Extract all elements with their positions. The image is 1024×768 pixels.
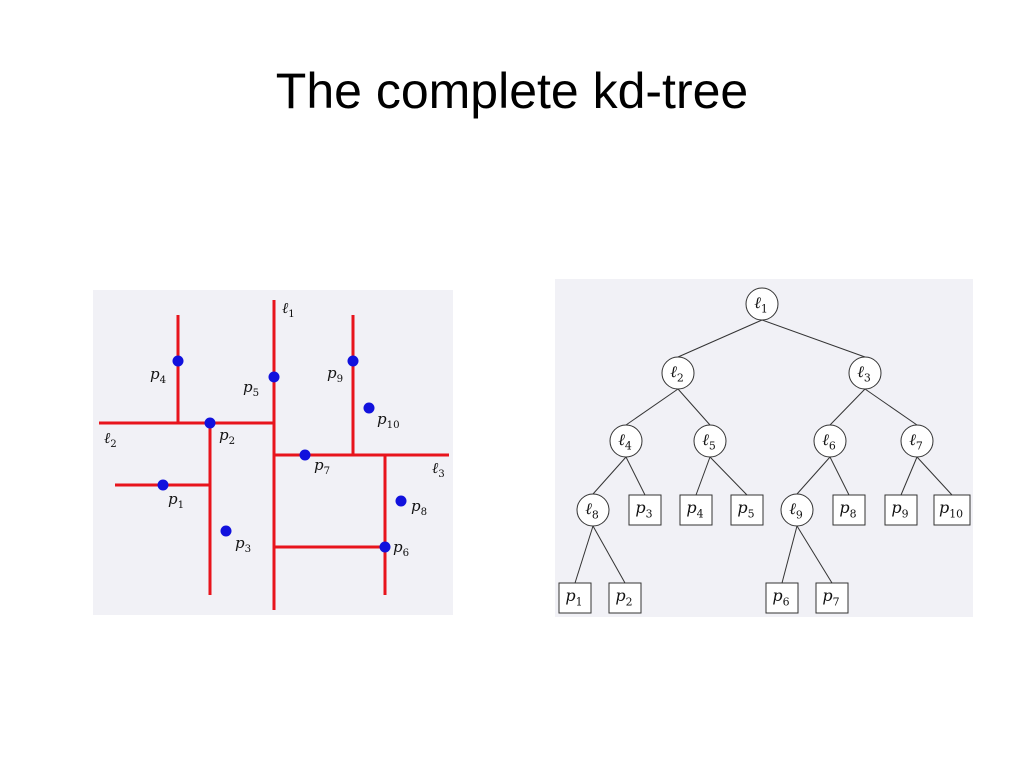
tree-node-l6 [813, 424, 847, 458]
point-p4 [172, 355, 184, 367]
point-p9 [347, 355, 359, 367]
tree-node-label-l6: ℓ6 [822, 430, 836, 452]
tree-node-label-l4: ℓ4 [618, 430, 632, 452]
tree-edge-l8-p2 [592, 525, 626, 584]
tree-node-l4 [609, 424, 643, 458]
tree-edge-l3-l7 [864, 388, 918, 426]
tree-leaf-label-p3: p3 [635, 498, 652, 520]
point-p2 [204, 417, 216, 429]
tree-leaf-label-p9: p9 [891, 498, 908, 520]
tree-node-label-l9: ℓ9 [789, 499, 803, 521]
tree-edge-l5-p5 [709, 456, 748, 496]
line-label-l1: ℓ1 [282, 299, 295, 320]
tree-node-l3 [848, 356, 882, 390]
tree-edge-l5-p4 [695, 456, 711, 496]
tree-leaf-p6 [765, 582, 799, 614]
tree-leaf-p1 [558, 582, 592, 614]
point-label-p10: p10 [377, 410, 400, 431]
tree-node-l7 [900, 424, 934, 458]
tree-leaf-label-p2: p2 [615, 586, 632, 608]
kd-tree-figure: ℓ1 ℓ2 ℓ3 ℓ4 ℓ5 ℓ6 ℓ7 ℓ8 ℓ9 p1 p2 p3 p4 p5 p6 p7 p8 p9 p10 [555, 279, 973, 617]
tree-edge-l3-l6 [829, 388, 866, 426]
tree-leaf-p7 [815, 582, 849, 614]
tree-canvas: ℓ1 ℓ2 ℓ3 ℓ4 ℓ5 ℓ6 ℓ7 ℓ8 ℓ9 p1 p2 p3 p4 p5 p6 p7 p8 p9 p10 [558, 287, 971, 614]
point-label-p5: p5 [243, 378, 259, 399]
tree-node-l8 [576, 493, 610, 527]
tree-node-l9 [780, 493, 814, 527]
tree-edge-l8-p1 [574, 525, 594, 584]
tree-leaf-p10 [933, 494, 971, 526]
tree-edge-l4-p3 [625, 456, 646, 496]
point-p6 [379, 541, 391, 553]
tree-edge-l6-l9 [796, 456, 831, 495]
tree-edge-l1-l2 [677, 319, 763, 358]
tree-edge-l7-p10 [916, 456, 953, 496]
tree-node-label-l8: ℓ8 [585, 499, 599, 521]
point-label-p4: p4 [150, 365, 166, 386]
tree-node-l5 [693, 424, 727, 458]
line-label-l3: ℓ3 [432, 459, 445, 480]
tree-edge-l2-l5 [677, 388, 711, 426]
tree-node-label-l1: ℓ1 [754, 293, 768, 315]
point-label-p6: p6 [393, 538, 409, 559]
tree-edge-l9-p7 [796, 525, 833, 584]
partition-canvas: ℓ1 ℓ2 ℓ3 p1 p2 p3 p4 p5 p6 p7 p8 p9 p10 [99, 299, 449, 610]
point-p5 [268, 371, 280, 383]
tree-edge-l1-l3 [761, 319, 866, 358]
tree-edge-l2-l4 [625, 388, 679, 426]
point-label-p8: p8 [411, 497, 427, 518]
tree-leaf-label-p4: p4 [686, 498, 703, 520]
slide-title: The complete kd-tree [275, 63, 749, 119]
line-label-l2: ℓ2 [104, 429, 117, 450]
tree-edge-l4-l8 [592, 456, 627, 495]
kd-partition-figure: ℓ1 ℓ2 ℓ3 p1 p2 p3 p4 p5 p6 p7 p8 p9 p10 [93, 290, 453, 615]
tree-edge-l9-p6 [781, 525, 798, 584]
tree-leaf-label-p6: p6 [772, 586, 789, 608]
tree-leaf-p3 [628, 494, 662, 526]
tree-leaf-p2 [608, 582, 642, 614]
tree-leaf-label-p7: p7 [822, 586, 839, 608]
tree-edge-l6-p8 [829, 456, 850, 496]
tree-node-label-l3: ℓ3 [857, 362, 871, 384]
tree-leaf-label-p10: p10 [939, 498, 963, 520]
tree-leaf-p9 [884, 494, 918, 526]
point-p8 [395, 495, 407, 507]
point-p7 [299, 449, 311, 461]
tree-node-l1 [745, 287, 779, 321]
point-label-p3: p3 [235, 534, 251, 555]
tree-leaf-p4 [679, 494, 713, 526]
tree-node-label-l2: ℓ2 [670, 362, 684, 384]
tree-leaf-label-p5: p5 [737, 498, 754, 520]
tree-node-label-l5: ℓ5 [702, 430, 716, 452]
point-label-p2: p2 [219, 426, 235, 447]
point-label-p7: p7 [314, 456, 330, 477]
tree-leaf-p5 [730, 494, 764, 526]
point-p10 [363, 402, 375, 414]
point-label-p1: p1 [168, 490, 184, 511]
tree-edge-l7-p9 [900, 456, 918, 496]
point-label-p9: p9 [327, 364, 343, 385]
tree-leaf-label-p8: p8 [839, 498, 856, 520]
tree-node-label-l7: ℓ7 [909, 430, 923, 452]
point-p1 [157, 479, 169, 491]
point-p3 [220, 525, 232, 537]
tree-leaf-label-p1: p1 [565, 586, 582, 608]
tree-node-l2 [661, 356, 695, 390]
tree-leaf-p8 [832, 494, 866, 526]
